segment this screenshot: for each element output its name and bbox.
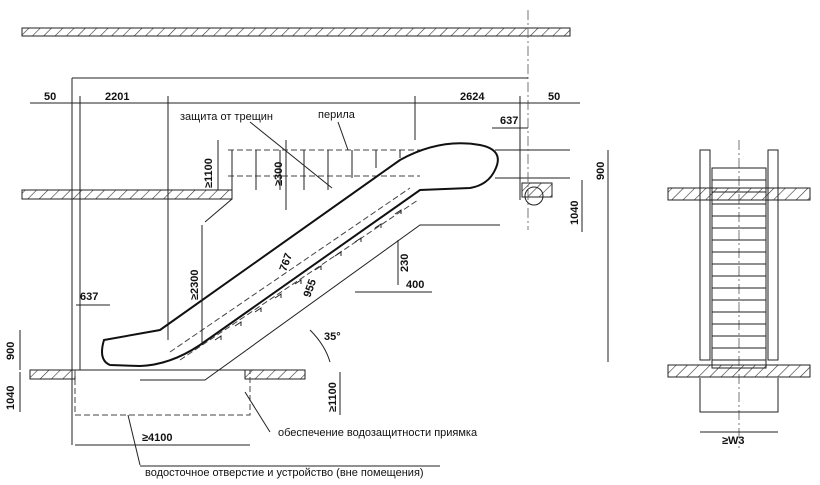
dim-400: 400 — [406, 279, 424, 291]
dim-767: 767 — [278, 252, 296, 273]
label-drain: водосточное отверстие и устройство (вне … — [145, 467, 424, 479]
dim-1100-top: ≥1100 — [203, 158, 215, 188]
dim-angle: 35° — [324, 331, 341, 343]
leader-crack — [249, 121, 333, 189]
dim-637-top: 637 — [500, 115, 518, 127]
label-handrail: перила — [318, 109, 356, 121]
dim-637-bottom: 637 — [80, 291, 98, 303]
dim-top-2624: 2624 — [460, 91, 485, 103]
lower-floor-slab-right — [244, 369, 306, 380]
dim-1100-bottom: ≥1100 — [327, 382, 339, 412]
upper-floor-slab — [21, 189, 233, 200]
upper-drive-wheel — [524, 186, 544, 206]
dim-4100: ≥4100 — [142, 432, 173, 444]
dim-955: 955 — [302, 278, 320, 299]
dim-230: 230 — [399, 254, 411, 272]
ceiling-slab — [21, 27, 571, 37]
plan-view: ≥W3 — [667, 140, 811, 448]
dim-top-2201: 2201 — [105, 91, 129, 103]
dim-900-right: 900 — [595, 162, 607, 180]
side-elevation — [19, 10, 609, 467]
dim-1040-left: 1040 — [5, 386, 17, 410]
leader-handrail — [337, 121, 349, 151]
plan-outer-right — [767, 149, 779, 361]
dim-top-left-50: 50 — [44, 91, 56, 103]
leader-drain — [127, 414, 141, 466]
plan-step-lines — [712, 179, 766, 361]
lower-floor-slab-left — [29, 369, 76, 380]
dim-top-right-50: 50 — [548, 91, 560, 103]
dim-2300: ≥2300 — [189, 269, 201, 300]
dim-300: ≥300 — [273, 162, 285, 186]
lower-pit — [74, 370, 251, 416]
dimension-texts: 50 2201 2624 50 637 637 ≥1100 ≥300 900 1… — [5, 91, 607, 444]
upper-pit-slab — [521, 182, 553, 198]
dim-1040-right: 1040 — [569, 201, 581, 225]
label-crack-protection: защита от трещин — [180, 111, 273, 123]
label-pit-waterproofing: обеспечение водозащитности приямка — [278, 427, 478, 439]
upper-balustrade — [228, 149, 420, 190]
dim-900-left: 900 — [5, 342, 17, 360]
annotation-labels: защита от трещин перила обеспечение водо… — [145, 109, 478, 479]
truss-bottom — [140, 224, 500, 381]
plan-dim-w3: ≥W3 — [722, 435, 745, 447]
plan-pit — [699, 378, 779, 413]
step-line — [169, 187, 419, 361]
upper-floor-edge — [204, 190, 233, 223]
plan-lower-slab — [667, 364, 811, 378]
plan-upper-slab — [667, 187, 811, 201]
handrail-outer — [101, 142, 499, 368]
step-teeth — [214, 209, 402, 341]
leader-pit — [244, 391, 271, 433]
angle-arc — [309, 329, 331, 363]
plan-outer-left — [699, 149, 711, 361]
plan-steps — [711, 167, 767, 369]
upper-landing-floor — [495, 149, 570, 179]
